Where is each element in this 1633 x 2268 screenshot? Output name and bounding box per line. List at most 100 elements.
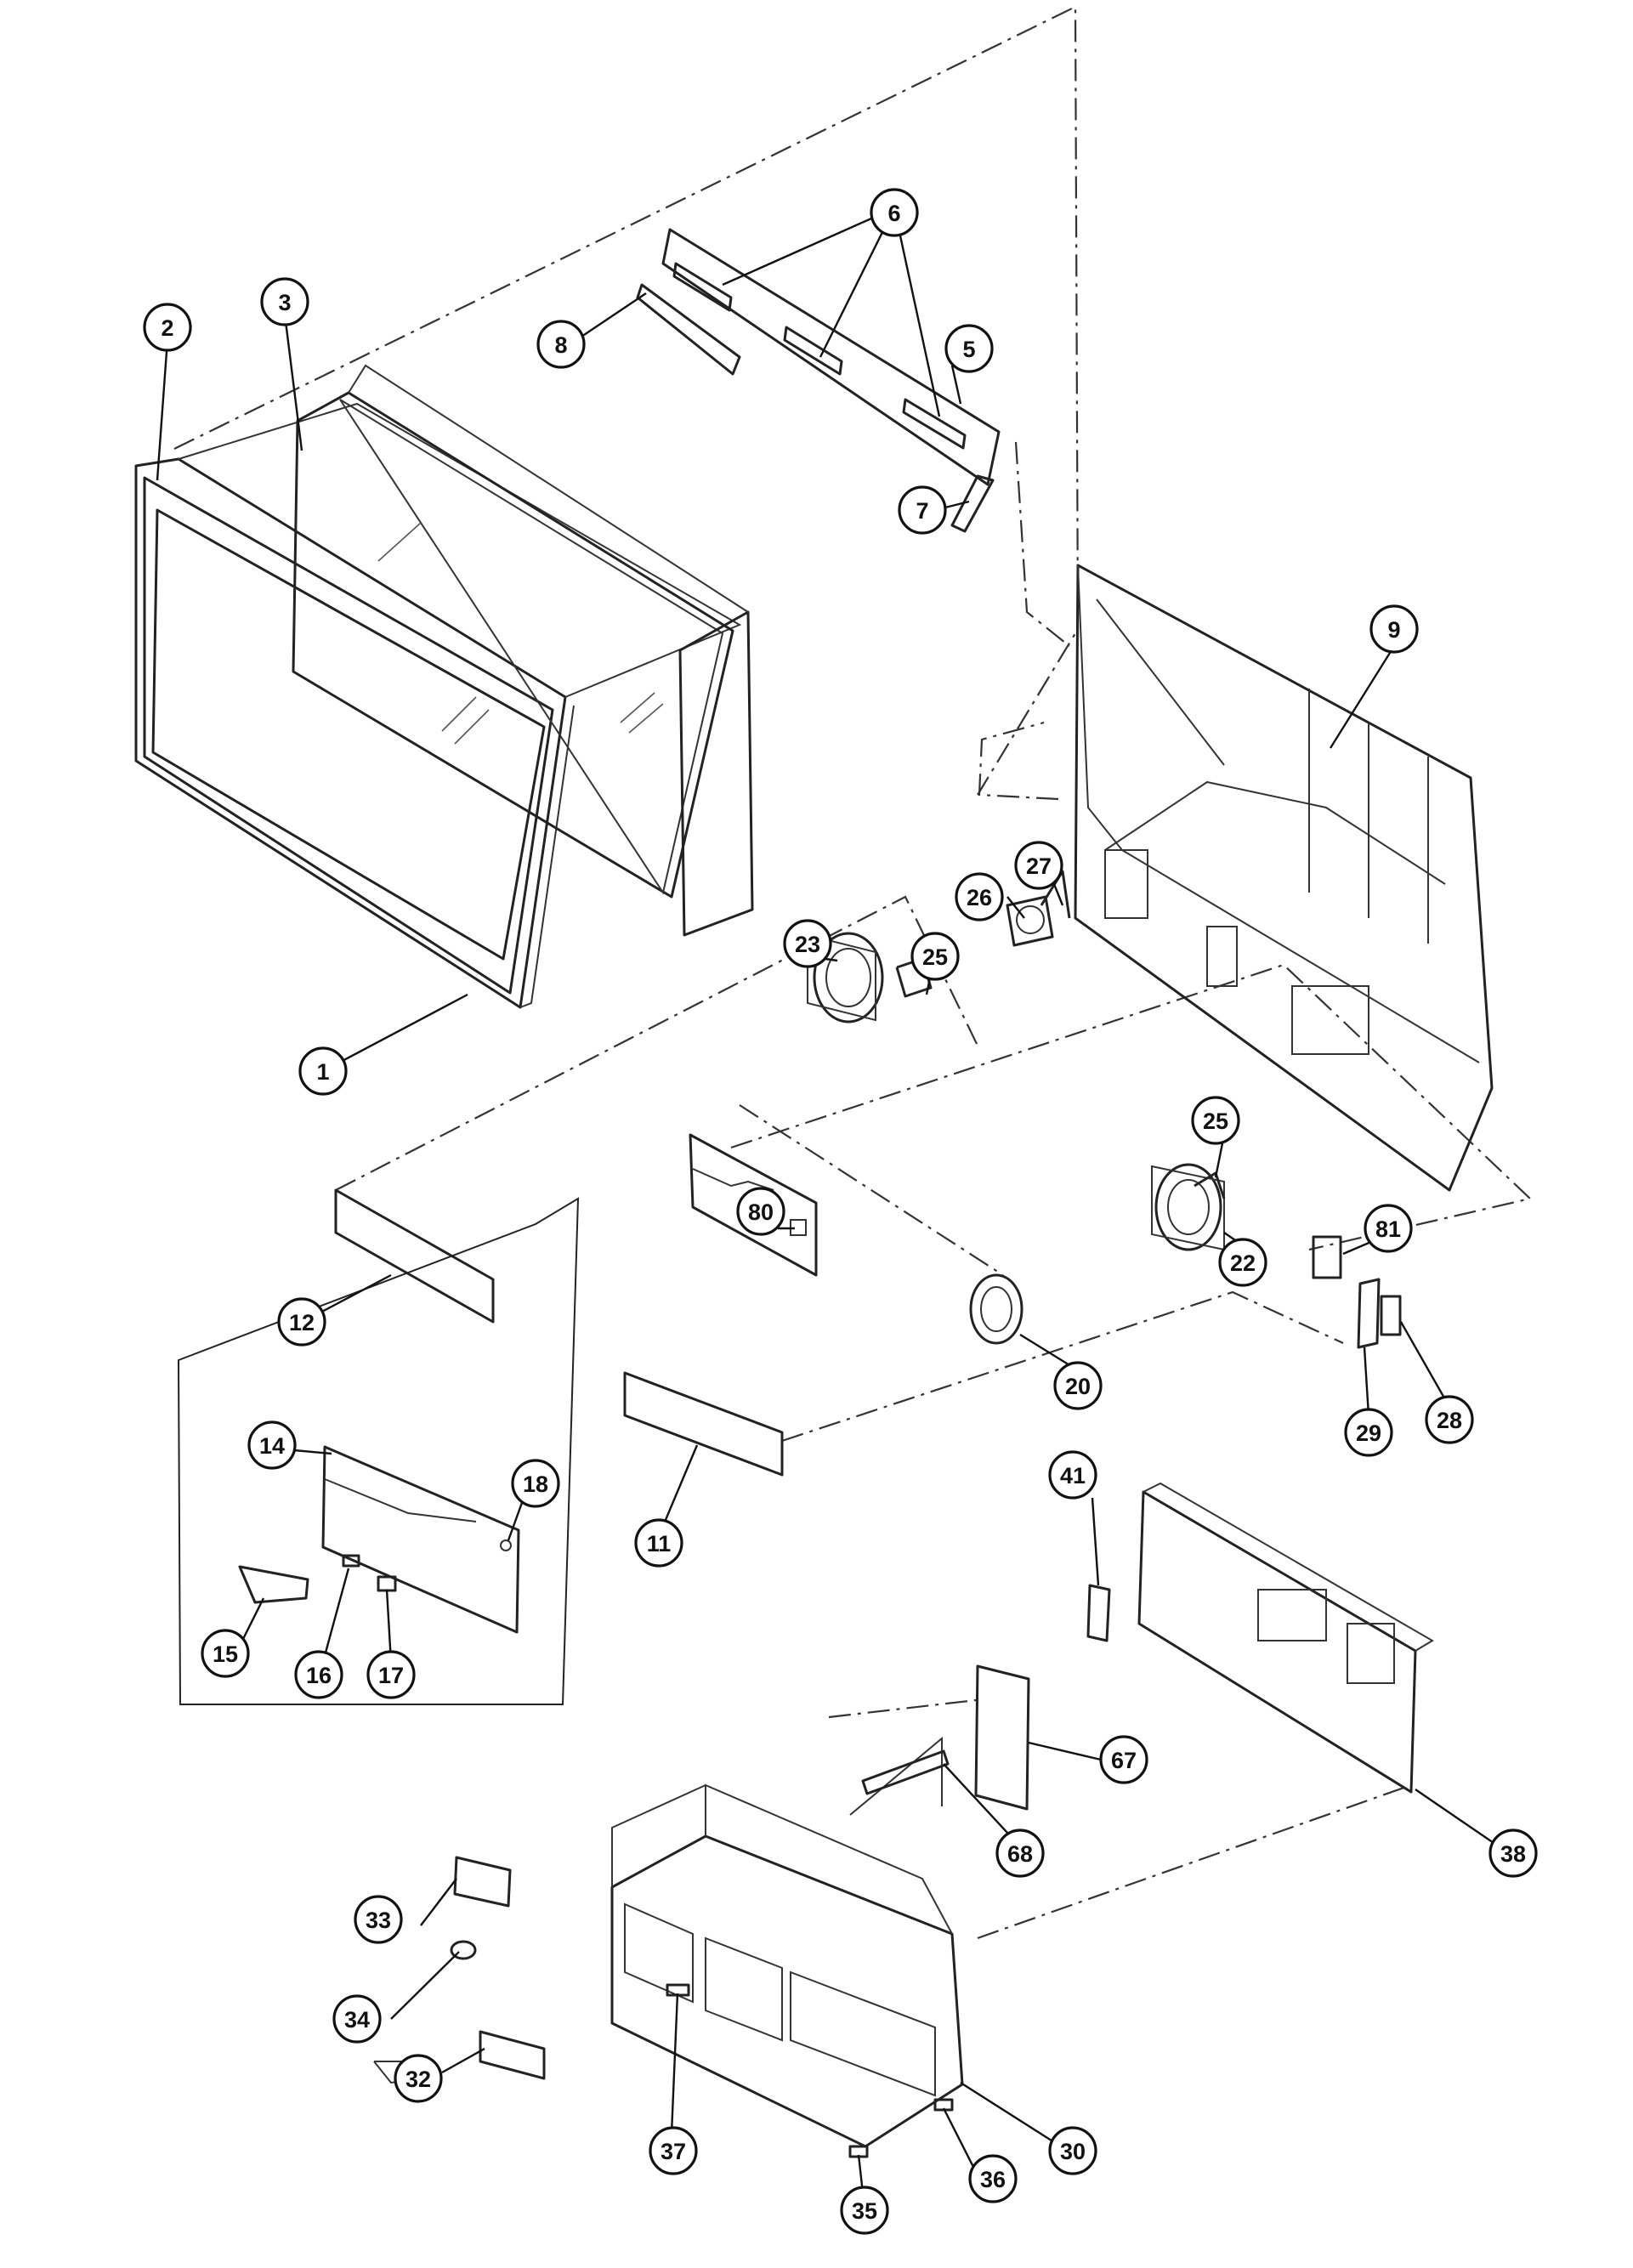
connector-41: [1086, 1584, 1111, 1642]
callout-number: 2: [161, 315, 173, 341]
callout-34: 34: [332, 1994, 382, 2044]
rear-board-block: [1347, 1623, 1395, 1684]
callout-81: 81: [1364, 1204, 1413, 1253]
callout-circle: [634, 1518, 683, 1568]
rear-cabinet-9: [1074, 564, 1494, 1192]
callout-number: 23: [795, 932, 820, 957]
screen-side-frame: [678, 610, 754, 937]
window-glare-2: [454, 709, 490, 745]
lens-cover-6a: [672, 262, 733, 312]
callout-number: 29: [1356, 1420, 1381, 1446]
part-81: [1312, 1235, 1342, 1279]
callout-circle: [366, 1650, 416, 1699]
rear-board-assembly: [1086, 1482, 1434, 1794]
callout-5: 5: [944, 324, 994, 373]
guide-speaker-20: [739, 1104, 1004, 1276]
door-15: [238, 1565, 309, 1604]
cabinet-brace: [1096, 598, 1225, 766]
rear-board-top-edge: [1143, 1482, 1434, 1652]
callout-number: 27: [1026, 853, 1052, 879]
detail-inset: [177, 1197, 580, 1705]
callout-20: 20: [1053, 1361, 1103, 1410]
callout-circle: [955, 872, 1004, 921]
guide-panel-11: [781, 1290, 1344, 1443]
callout-28: 28: [1425, 1395, 1474, 1444]
chassis-compartment-1: [624, 1902, 694, 2004]
rear-board-chip: [1257, 1589, 1327, 1641]
assembly-guide-lines: [173, 5, 1533, 1940]
window-glare-1: [441, 696, 477, 732]
screen-top-rail: [348, 364, 749, 613]
cabinet-mount-left: [1104, 849, 1148, 919]
callout-circle: [1053, 1361, 1103, 1410]
callout-circle: [783, 919, 832, 968]
callout-80: 80: [736, 1187, 785, 1236]
callout-number: 1: [316, 1059, 329, 1085]
control-panel: [689, 1133, 818, 1277]
cabinet-clip: [1206, 926, 1238, 987]
callout-12: 12: [277, 1297, 326, 1347]
callout-circle: [1014, 841, 1063, 890]
callout-6: 6: [870, 188, 919, 237]
screen-glare-3: [628, 703, 664, 734]
callout-41: 41: [1048, 1450, 1097, 1500]
chassis-rail: [849, 1736, 943, 1816]
callout-35: 35: [840, 2186, 889, 2235]
control-board-14: [321, 1445, 520, 1634]
board-67: [974, 1664, 1030, 1811]
callout-circle: [898, 485, 947, 535]
bracket-68: [861, 1749, 950, 1795]
callout-circle: [536, 320, 586, 369]
control-panel-curve: [692, 1168, 774, 1191]
callout-number: 32: [405, 2067, 431, 2092]
cabinet-interior: [1104, 780, 1446, 885]
part-27: [1040, 870, 1071, 919]
callout-circle: [354, 1895, 403, 1944]
callout-23: 23: [783, 919, 832, 968]
callout-18: 18: [511, 1459, 560, 1508]
callout-circle: [1048, 1450, 1097, 1500]
terminal-28: [1380, 1295, 1402, 1336]
chassis-left-edge: [611, 1784, 706, 1887]
callout-circle: [736, 1187, 785, 1236]
callout-16: 16: [294, 1650, 343, 1699]
callout-number: 11: [647, 1531, 672, 1556]
callout-number: 15: [213, 1641, 238, 1667]
callout-38: 38: [1488, 1829, 1538, 1878]
callout-circle: [1191, 1096, 1240, 1145]
bezel-side-depth: [519, 705, 575, 1008]
callout-circle: [1218, 1238, 1267, 1287]
callout-3: 3: [260, 277, 309, 326]
callout-circle: [968, 2154, 1018, 2203]
callout-number: 68: [1007, 1841, 1033, 1867]
callout-number: 38: [1500, 1841, 1526, 1867]
callout-number: 17: [378, 1663, 404, 1688]
callout-circle: [1425, 1395, 1474, 1444]
cabinet-floor-edge: [1121, 849, 1480, 1063]
detail-inset-frame: [177, 1197, 580, 1705]
callout-number: 33: [366, 1908, 391, 1933]
callout-circle: [1344, 1408, 1393, 1457]
callout-30: 30: [1048, 2126, 1097, 2175]
plate-32: [479, 2030, 546, 2080]
callout-circle: [247, 1420, 297, 1470]
callout-11: 11: [634, 1518, 683, 1568]
bezel-top-depth: [178, 402, 742, 698]
callout-circle: [1488, 1829, 1538, 1878]
screen-panel: [292, 391, 734, 899]
callout-number: 6: [887, 201, 900, 226]
control-board-curve: [324, 1478, 477, 1522]
fan-26: [1006, 895, 1054, 947]
front-panels: [334, 1133, 818, 1477]
screen-glare-2: [620, 692, 655, 723]
guide-top-cabinet: [173, 5, 1080, 796]
callout-37: 37: [649, 2126, 698, 2175]
callout-17: 17: [366, 1650, 416, 1699]
callout-36: 36: [968, 2154, 1018, 2203]
callout-circle: [1369, 604, 1419, 654]
callout-circle: [511, 1459, 560, 1508]
callout-circle: [870, 188, 919, 237]
callout-circle: [995, 1829, 1045, 1878]
